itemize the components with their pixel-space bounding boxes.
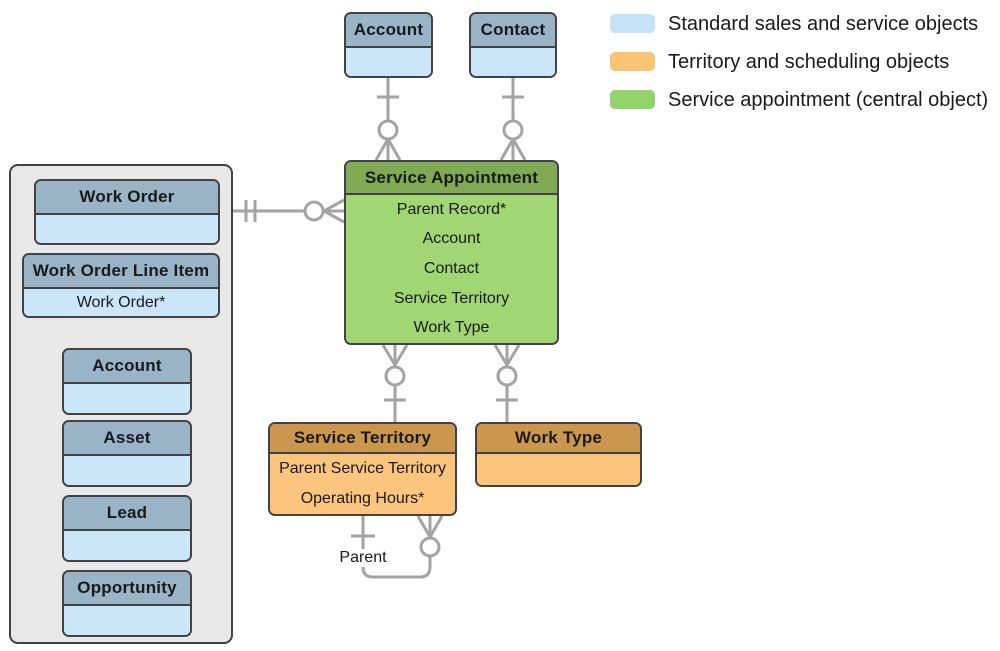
legend-label: Territory and scheduling objects [668, 50, 950, 73]
field-parent-record: Parent Record* [396, 200, 507, 218]
connector-work-order-to-service-appointment [233, 198, 345, 224]
entity-body [64, 606, 190, 635]
entity-title: Lead [64, 497, 190, 531]
entity-title: Account [64, 350, 190, 384]
connector-account-to-service-appointment [374, 78, 402, 161]
entity-body [36, 215, 218, 243]
legend-item-service-appointment: Service appointment (central object) [610, 88, 989, 111]
entity-title: Contact [471, 14, 555, 48]
field-operating-hours: Operating Hours* [300, 490, 425, 507]
field-work-order: Work Order* [76, 293, 166, 311]
legend: Standard sales and service objects Terri… [610, 14, 988, 128]
field-contact: Contact [423, 259, 480, 277]
entity-body: Parent Service Territory Operating Hours… [270, 454, 455, 514]
entity-body [471, 48, 555, 76]
connector-service-appointment-to-work-type [493, 344, 521, 422]
entity-asset[interactable]: Asset [62, 420, 192, 487]
field-work-type: Work Type [413, 319, 490, 337]
entity-contact[interactable]: Contact [469, 12, 557, 78]
legend-swatch-green [610, 90, 655, 109]
entity-title: Work Order Line Item [24, 255, 218, 289]
entity-opportunity[interactable]: Opportunity [62, 570, 192, 637]
entity-title: Service Appointment [346, 162, 557, 195]
entity-body [64, 531, 190, 560]
entity-body [346, 48, 431, 76]
entity-work-order[interactable]: Work Order [34, 179, 220, 245]
legend-item-territory-objects: Territory and scheduling objects [610, 50, 988, 73]
entity-work-order-line-item[interactable]: Work Order Line Item Work Order* [22, 253, 220, 318]
field-service-territory: Service Territory [393, 289, 510, 307]
legend-swatch-orange [610, 52, 655, 71]
entity-body [64, 456, 190, 485]
legend-swatch-blue [610, 14, 655, 33]
entity-body [477, 454, 640, 485]
legend-label: Service appointment (central object) [668, 88, 989, 111]
entity-title: Service Territory [270, 424, 455, 454]
entity-title: Asset [64, 422, 190, 456]
entity-title: Account [346, 14, 431, 48]
entity-body: Work Order* [24, 289, 218, 316]
entity-account[interactable]: Account [344, 12, 433, 78]
field-parent-service-territory: Parent Service Territory [279, 460, 446, 477]
entity-work-type[interactable]: Work Type [475, 422, 642, 487]
parent-relationship-label: Parent [331, 549, 395, 567]
field-account: Account [422, 230, 481, 248]
entity-body: Parent Record* Account Contact Service T… [346, 195, 557, 343]
entity-lead[interactable]: Lead [62, 495, 192, 562]
entity-title: Work Type [477, 424, 640, 454]
entity-body [64, 384, 190, 413]
legend-label: Standard sales and service objects [668, 12, 979, 35]
connector-contact-to-service-appointment [499, 78, 527, 161]
entity-title: Opportunity [64, 572, 190, 606]
connector-service-territory-self-parent [351, 515, 444, 579]
entity-account-left[interactable]: Account [62, 348, 192, 415]
entity-service-territory[interactable]: Service Territory Parent Service Territo… [268, 422, 457, 516]
legend-item-standard-objects: Standard sales and service objects [610, 12, 988, 35]
entity-title: Work Order [36, 181, 218, 215]
connector-service-appointment-to-service-territory [381, 344, 409, 422]
entity-service-appointment[interactable]: Service Appointment Parent Record* Accou… [344, 160, 559, 345]
